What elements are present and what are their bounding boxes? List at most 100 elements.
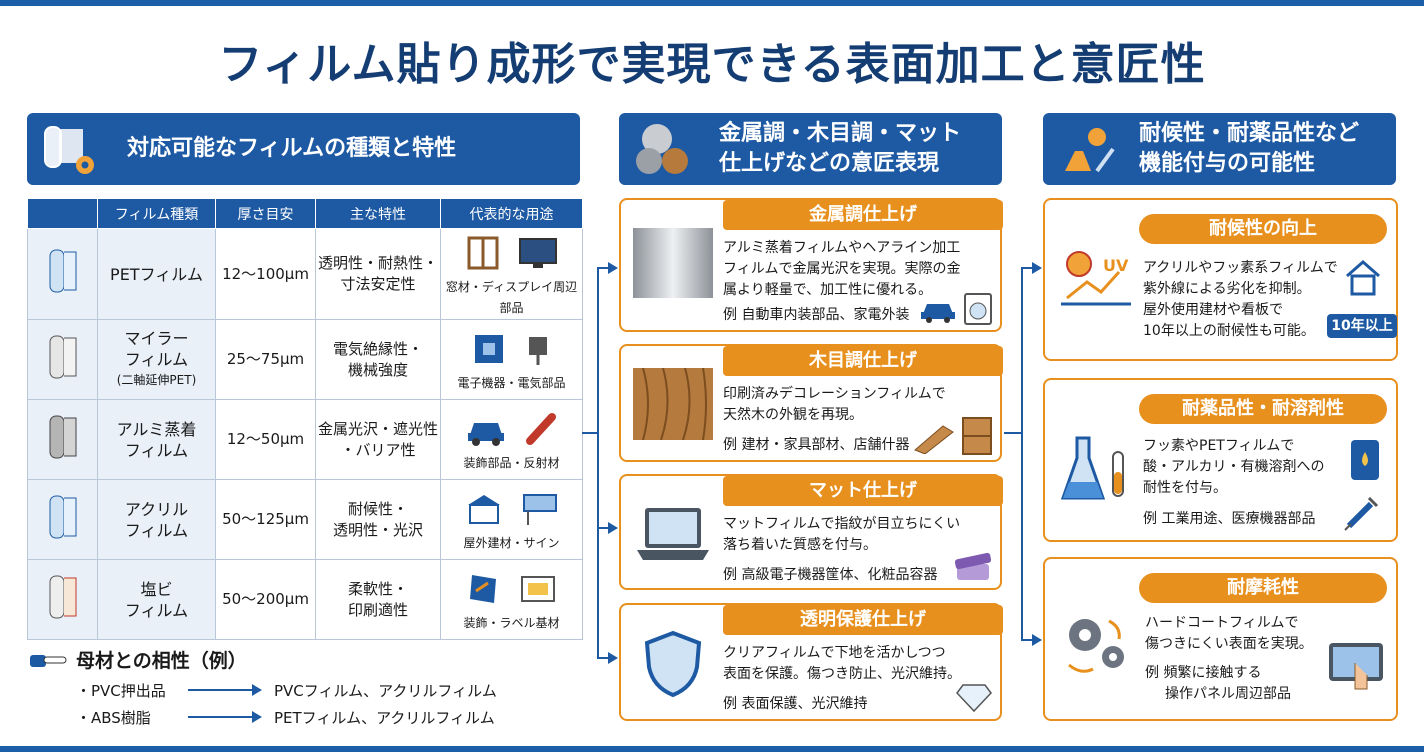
- card-tag: 耐摩耗性: [1139, 573, 1387, 603]
- uv-label: UV: [1103, 256, 1129, 275]
- signboard-icon: [522, 494, 557, 525]
- wood-plank-icon: [914, 425, 954, 454]
- film-thickness: 25〜75μm: [215, 319, 316, 400]
- matte-finish-card: マット仕上げ マットフィルムで指紋が目立ちにくい落ち着いた質感を付与。 例 高級…: [619, 474, 1003, 590]
- compat-title-row: 母材との相性（例）: [28, 646, 588, 673]
- decor-sheet-icon: [469, 575, 496, 603]
- card-body: アルミ蒸着フィルムやヘアライン加工フィルムで金属光沢を実現。実際の金属より軽量で…: [723, 240, 961, 298]
- arrow-head-icon: [608, 652, 618, 664]
- connector-line: [597, 657, 609, 659]
- film-roll-icon: [27, 559, 98, 640]
- arrow-head-icon: [608, 522, 618, 534]
- connector-line: [1021, 639, 1033, 641]
- film-roll-icon: [27, 228, 98, 320]
- connector-line: [1021, 267, 1033, 269]
- table-header-cell: 厚さ目安: [215, 198, 316, 229]
- film-props: 透明性・耐熱性・寸法安定性: [315, 228, 441, 320]
- table-header-cell: 主な特性: [315, 198, 441, 229]
- material-samples-icon: [636, 124, 688, 174]
- film-use: 電子機器・電気部品: [440, 319, 583, 400]
- film-roll-icon: [27, 319, 98, 400]
- car-icon: [467, 423, 504, 446]
- page-title: フィルム貼り成形で実現できる表面加工と意匠性: [218, 39, 1206, 90]
- film-use: 装飾・ラベル基材: [440, 559, 583, 640]
- arrow-head-icon: [1032, 634, 1042, 646]
- connector-line: [1021, 268, 1023, 640]
- card-body: クリアフィルムで下地を活かしつつ表面を保護。傷つき防止、光沢維持。: [723, 645, 961, 682]
- abrasion-resistance-card: 耐摩耗性 ハードコートフィルムで傷つきにくい表面を実現。 例 頻繁に接触する操作…: [1043, 557, 1398, 721]
- card-tag: 耐候性の向上: [1139, 214, 1387, 244]
- washing-machine-icon: [964, 293, 992, 325]
- plug-icon: [528, 337, 547, 365]
- film-thickness: 12〜50μm: [215, 399, 316, 480]
- arrow-head-icon: [1032, 262, 1042, 274]
- connector-line: [582, 432, 598, 434]
- card-tag: 透明保護仕上げ: [723, 605, 1003, 635]
- film-use: 窓材・ディスプレイ周辺部品: [440, 228, 583, 320]
- sun-flask-icon: [1065, 128, 1115, 173]
- table-header-cell: 代表的な用途: [440, 198, 583, 229]
- film-roll-icon: [27, 479, 98, 560]
- clear-protect-card: 透明保護仕上げ クリアフィルムで下地を活かしつつ表面を保護。傷つき防止、光沢維持…: [619, 603, 1003, 721]
- reflector-tube-icon: [525, 413, 556, 445]
- film-props: 電気絶縁性・機械強度: [315, 319, 441, 400]
- diamond-icon: [956, 684, 992, 713]
- card-example: 例 表面保護、光沢維持: [723, 696, 868, 712]
- monitor-icon: [518, 238, 557, 268]
- metal-finish-card: 金属調仕上げ アルミ蒸着フィルムやヘアライン加工フィルムで金属光沢を実現。実際の…: [619, 198, 1003, 332]
- arrow-right-icon: [188, 684, 262, 696]
- card-example: 例 頻繁に接触する操作パネル周辺部品: [1145, 665, 1291, 702]
- right-header-text: 耐候性・耐薬品性など 機能付与の可能性: [1139, 121, 1360, 176]
- film-name: アクリル フィルム: [97, 479, 216, 560]
- film-roll-icon: [27, 399, 98, 480]
- label-icon: [520, 576, 555, 602]
- film-props: 耐候性・透明性・光沢: [315, 479, 441, 560]
- house-icon: [1346, 260, 1380, 296]
- card-example: 例 自動車内装部品、家電外装: [723, 307, 910, 323]
- window-icon: [467, 236, 498, 270]
- car-icon: [921, 304, 955, 323]
- gears-icon: [1068, 619, 1124, 673]
- card-body: マットフィルムで指紋が目立ちにくい落ち着いた質感を付与。: [723, 516, 961, 553]
- table-header-cell: フィルム種類: [97, 198, 216, 229]
- table-header-cell: [27, 198, 98, 229]
- arrow-right-icon: [188, 711, 262, 723]
- film-thickness: 12〜100μm: [215, 228, 316, 320]
- laptop-icon: [637, 508, 709, 560]
- cabinet-icon: [962, 417, 992, 455]
- film-name: マイラー フィルム(二軸延伸PET): [97, 319, 216, 400]
- left-header-text: 対応可能なフィルムの種類と特性: [127, 136, 457, 161]
- metal-sample-icon: [633, 228, 713, 298]
- top-accent-bar: [0, 0, 1424, 6]
- left-section-header: 対応可能なフィルムの種類と特性: [27, 113, 580, 185]
- card-tag: 耐薬品性・耐溶剤性: [1139, 394, 1387, 424]
- connector-line: [597, 268, 599, 658]
- card-body: 印刷済みデコレーションフィルムで天然木の外観を再現。: [723, 386, 946, 423]
- card-example: 例 高級電子機器筐体、化粧品容器: [723, 567, 938, 583]
- connector-line: [597, 267, 609, 269]
- building-icon: [467, 495, 500, 524]
- touch-panel-icon: [1329, 643, 1383, 690]
- table-row: アルミ蒸着 フィルム 12〜50μm 金属光沢・遮光性・バリア性 装飾部品・反射…: [27, 399, 583, 480]
- film-props: 柔軟性・印刷適性: [315, 559, 441, 640]
- syringe-icon: [1344, 496, 1379, 531]
- table-row: マイラー フィルム(二軸延伸PET) 25〜75μm 電気絶縁性・機械強度 電子…: [27, 319, 583, 400]
- table-header-row: フィルム種類 厚さ目安 主な特性 代表的な用途: [27, 198, 583, 229]
- cosmetics-jar-icon: [954, 552, 992, 580]
- film-name: アルミ蒸着 フィルム: [97, 399, 216, 480]
- arrow-head-icon: [608, 262, 618, 274]
- card-body: フッ素やPETフィルムで酸・アルカリ・有機溶剤への耐性を付与。: [1143, 438, 1325, 496]
- card-example: 例 工業用途、医療機器部品: [1143, 511, 1316, 527]
- connector-line: [597, 527, 609, 529]
- card-tag: 木目調仕上げ: [723, 346, 1003, 376]
- film-props: 金属光沢・遮光性・バリア性: [315, 399, 441, 480]
- barrel-icon: [1351, 440, 1379, 480]
- pointing-hand-icon: [30, 654, 67, 667]
- card-example: 例 建材・家具部材、店舗什器: [723, 437, 910, 453]
- film-use: 屋外建材・サイン: [440, 479, 583, 560]
- film-use: 装飾部品・反射材: [440, 399, 583, 480]
